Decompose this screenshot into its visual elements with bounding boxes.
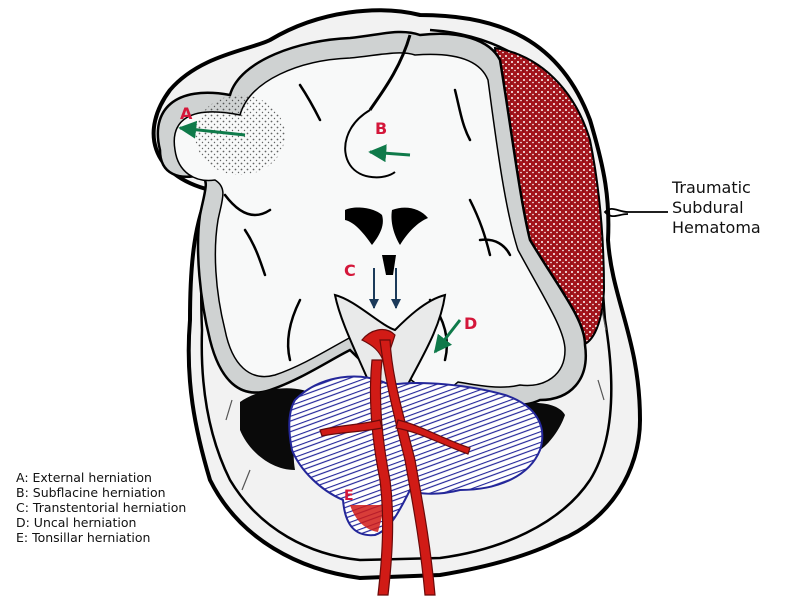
legend-item: A: External herniation [16,470,152,485]
legend-item: E: Tonsillar herniation [16,530,151,545]
hematoma-label-line: Traumatic [672,178,751,197]
hematoma-label-line: Hematoma [672,218,761,237]
arrow-a [178,120,246,139]
arteries [319,328,471,596]
third-ventricle [382,255,396,275]
hematoma-label: Traumatic Subdural Hematoma [672,178,761,238]
legend-item: D: Uncal herniation [16,515,137,530]
label-a: A [180,104,193,123]
label-d: D [464,314,478,333]
cerebellum [288,375,544,537]
lateral-ventricle-right [391,207,428,245]
legend: A: External herniation B: Subflacine her… [16,470,186,545]
tonsil-herniation [350,505,385,532]
legend-item: C: Transtentorial herniation [16,500,187,515]
falx-cerebri [368,34,412,111]
label-c: C [344,261,356,280]
arrow-d [433,319,462,354]
lateral-ventricle-left [345,207,383,245]
arrow-b [368,144,411,163]
label-e: E [344,488,354,504]
legend-item: B: Subflacine herniation [16,485,166,500]
label-b: B [375,119,388,138]
hematoma-label-line: Subdural [672,198,744,217]
hematoma-pointer [603,208,668,218]
cingulate-gyrus [344,109,396,179]
